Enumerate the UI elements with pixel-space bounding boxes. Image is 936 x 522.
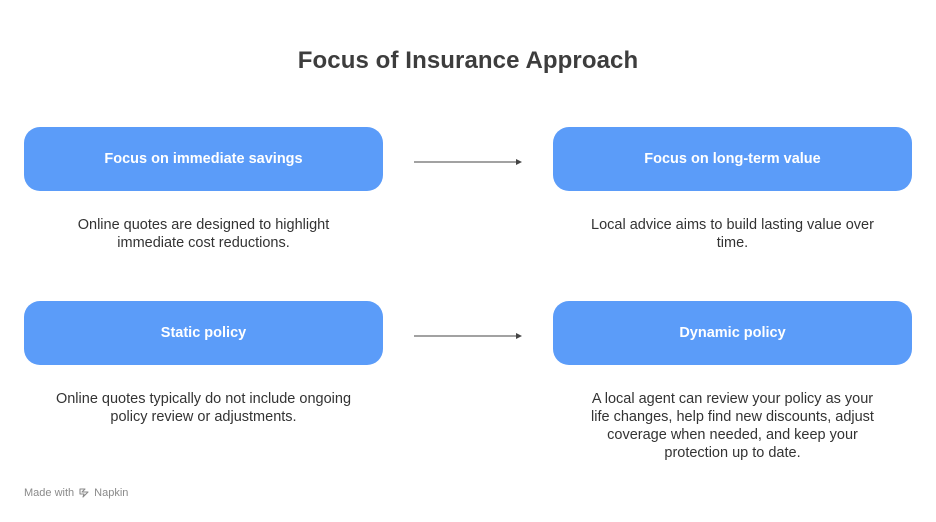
description-long-term-value: Local advice aims to build lasting value… [553,216,912,252]
box-static-policy: Static policy [24,301,383,365]
description-text: Local advice aims to build lasting value… [591,217,874,251]
diagram-title: Focus of Insurance Approach [297,47,639,74]
description-static-policy: Online quotes typically do not include o… [24,390,383,426]
box-long-term-value: Focus on long-term value [553,127,912,191]
description-text: Online quotes typically do not include o… [55,391,352,425]
napkin-brand-label: Napkin [94,487,129,499]
made-with-label: Made with [24,487,75,499]
arrow-icon [414,333,522,339]
description-dynamic-policy: A local agent can review your policy as … [553,390,912,462]
box-immediate-savings: Focus on immediate savings [24,127,383,191]
arrow-icon [414,159,522,165]
description-text: A local agent can review your policy as … [591,391,874,461]
box-dynamic-policy: Dynamic policy [553,301,912,365]
made-with-footer[interactable]: Made with Napkin [24,487,128,499]
napkin-logo-icon [78,487,90,499]
description-text: Online quotes are designed to highlight … [77,217,330,251]
description-immediate-savings: Online quotes are designed to highlight … [24,216,383,252]
